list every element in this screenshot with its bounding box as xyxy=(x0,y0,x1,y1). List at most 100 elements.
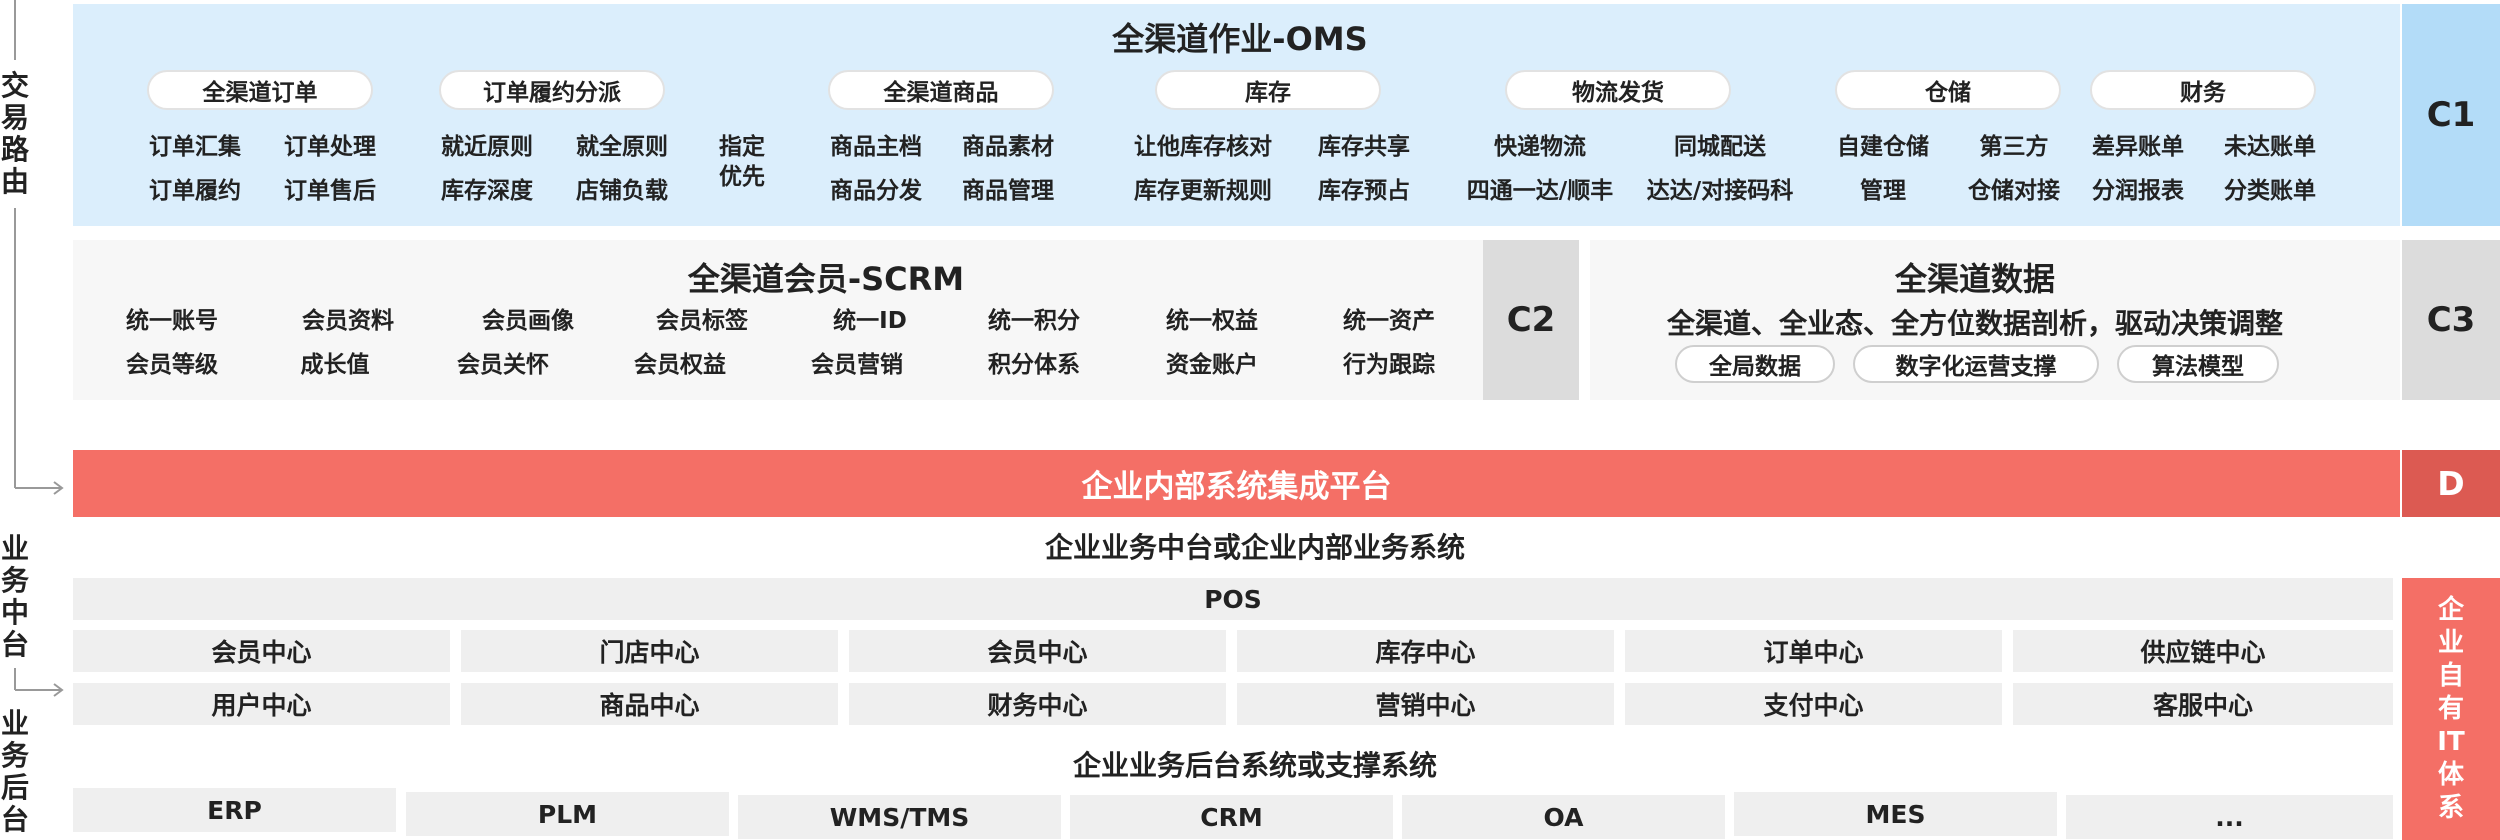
d-badge-label: D xyxy=(2437,464,2465,503)
arrow-head-icon xyxy=(53,481,64,495)
label-char: 路 xyxy=(0,133,29,166)
scrm-item: 统一账号 xyxy=(126,308,218,334)
scrm-item: 会员关怀 xyxy=(457,352,549,378)
c3-badge-label: C3 xyxy=(2426,300,2476,340)
middle-cell: 商品中心 xyxy=(461,683,838,725)
middle-cell: 库存中心 xyxy=(1237,630,1614,672)
c2-badge: C2 xyxy=(1483,240,1579,400)
oms-item: 就近原则 xyxy=(441,134,533,160)
backend-cell: PLM xyxy=(406,792,729,836)
own-it-char: IT xyxy=(2437,726,2465,757)
label-char: 台 xyxy=(0,628,29,661)
oms-item: 分润报表 xyxy=(2092,178,2184,204)
scrm-panel xyxy=(73,240,1483,400)
oms-item: 仓储对接 xyxy=(1968,178,2060,204)
scrm-title: 全渠道会员-SCRM xyxy=(687,260,965,298)
scrm-item: 积分体系 xyxy=(988,352,1080,378)
c2-badge-label: C2 xyxy=(1506,300,1556,340)
oms-group-pill: 全渠道订单 xyxy=(147,70,373,110)
oms-item: 订单汇集 xyxy=(149,134,241,160)
oms-item: 未达账单 xyxy=(2224,134,2316,160)
scrm-item: 行为跟踪 xyxy=(1343,352,1435,378)
trade-route-label: 交 易 路 由 xyxy=(0,70,30,198)
middle-cell: 支付中心 xyxy=(1625,683,2002,725)
oms-item: 差异账单 xyxy=(2092,134,2184,160)
data-title: 全渠道数据 xyxy=(1894,260,2056,298)
label-char: 务 xyxy=(0,739,29,772)
oms-item: 商品素材 xyxy=(962,134,1054,160)
backend-cell: WMS/TMS xyxy=(738,795,1061,839)
oms-item: 同城配送 xyxy=(1674,134,1766,160)
pos-bar: POS xyxy=(73,578,2393,620)
oms-panel xyxy=(73,4,2400,226)
scrm-item: 会员标签 xyxy=(656,308,748,334)
backend-cell: ... xyxy=(2066,795,2393,839)
integration-bar: 企业内部系统集成平台 xyxy=(73,450,2400,517)
middle-cell: 供应链中心 xyxy=(2013,630,2393,672)
label-char: 由 xyxy=(0,165,29,198)
own-it-char: 自 xyxy=(2437,660,2464,691)
oms-item: 库存深度 xyxy=(441,178,533,204)
middle-cell: 客服中心 xyxy=(2013,683,2393,725)
middle-cell: 会员中心 xyxy=(849,630,1226,672)
scrm-item: 会员资料 xyxy=(302,308,394,334)
backend-cell: CRM xyxy=(1070,795,1393,839)
scrm-item: 会员权益 xyxy=(634,352,726,378)
arrow-head-icon xyxy=(53,683,64,697)
oms-item: 就全原则 xyxy=(576,134,668,160)
oms-item: 快递物流 xyxy=(1494,134,1586,160)
scrm-item: 成长值 xyxy=(300,352,370,378)
own-it-bar: 企 业 自 有 IT 体 系 xyxy=(2402,578,2500,840)
middle-cell: 营销中心 xyxy=(1237,683,1614,725)
oms-group-pill: 仓储 xyxy=(1835,70,2061,110)
middle-cell: 财务中心 xyxy=(849,683,1226,725)
middle-cell: 门店中心 xyxy=(461,630,838,672)
oms-item: 库存共享 xyxy=(1318,134,1410,160)
oms-group-pill: 订单履约分派 xyxy=(439,70,665,110)
label-char: 业 xyxy=(0,707,29,740)
scrm-item: 会员营销 xyxy=(811,352,903,378)
label-char: 后 xyxy=(0,771,29,804)
c3-badge: C3 xyxy=(2402,240,2500,400)
middle-title: 企业业务中台或企业内部业务系统 xyxy=(1044,531,1466,564)
scrm-item: 会员画像 xyxy=(482,308,574,334)
scrm-item: 会员等级 xyxy=(126,352,218,378)
oms-item: 订单处理 xyxy=(284,134,376,160)
data-pill: 数字化运营支撑 xyxy=(1853,345,2099,383)
own-it-char: 业 xyxy=(2437,627,2464,658)
own-it-char: 有 xyxy=(2437,693,2464,724)
backend-title: 企业业务后台系统或支撑系统 xyxy=(1072,749,1438,782)
scrm-item: 统一积分 xyxy=(988,308,1080,334)
backend-cell: OA xyxy=(1402,795,1725,839)
oms-item: 四通一达/顺丰 xyxy=(1466,178,1614,204)
label-char: 业 xyxy=(0,532,29,565)
oms-item: 达达/对接码科 xyxy=(1646,178,1794,204)
data-subtitle: 全渠道、全业态、全方位数据剖析，驱动决策调整 xyxy=(1666,307,2284,340)
backend-cell: MES xyxy=(1734,792,2057,836)
connector-lines xyxy=(14,0,64,697)
oms-item: 店铺负载 xyxy=(576,178,668,204)
label-char: 务 xyxy=(0,564,29,597)
oms-item: 自建仓储 xyxy=(1837,134,1929,160)
oms-group-pill: 全渠道商品 xyxy=(828,70,1054,110)
scrm-item: 统一资产 xyxy=(1343,308,1435,334)
oms-item: 订单售后 xyxy=(284,178,376,204)
data-pill: 算法模型 xyxy=(2117,345,2279,383)
oms-item: 商品管理 xyxy=(962,178,1054,204)
oms-item: 让他库存核对 xyxy=(1134,134,1272,160)
label-char: 台 xyxy=(0,803,29,836)
backend-cell: ERP xyxy=(73,788,396,832)
c1-badge: C1 xyxy=(2402,4,2500,226)
oms-group-pill: 物流发货 xyxy=(1505,70,1731,110)
own-it-char: 体 xyxy=(2437,759,2464,790)
label-char: 中 xyxy=(0,596,29,629)
data-pill: 全局数据 xyxy=(1675,345,1835,383)
scrm-item: 统一ID xyxy=(833,308,907,334)
own-it-char: 企 xyxy=(2437,594,2464,625)
oms-item: 优先 xyxy=(719,164,765,190)
oms-item: 库存更新规则 xyxy=(1134,178,1272,204)
middle-cell: 订单中心 xyxy=(1625,630,2002,672)
oms-group-pill: 库存 xyxy=(1155,70,1381,110)
business-backend-label: 业 务 后 台 xyxy=(0,708,30,836)
oms-item: 第三方 xyxy=(1979,134,2049,160)
